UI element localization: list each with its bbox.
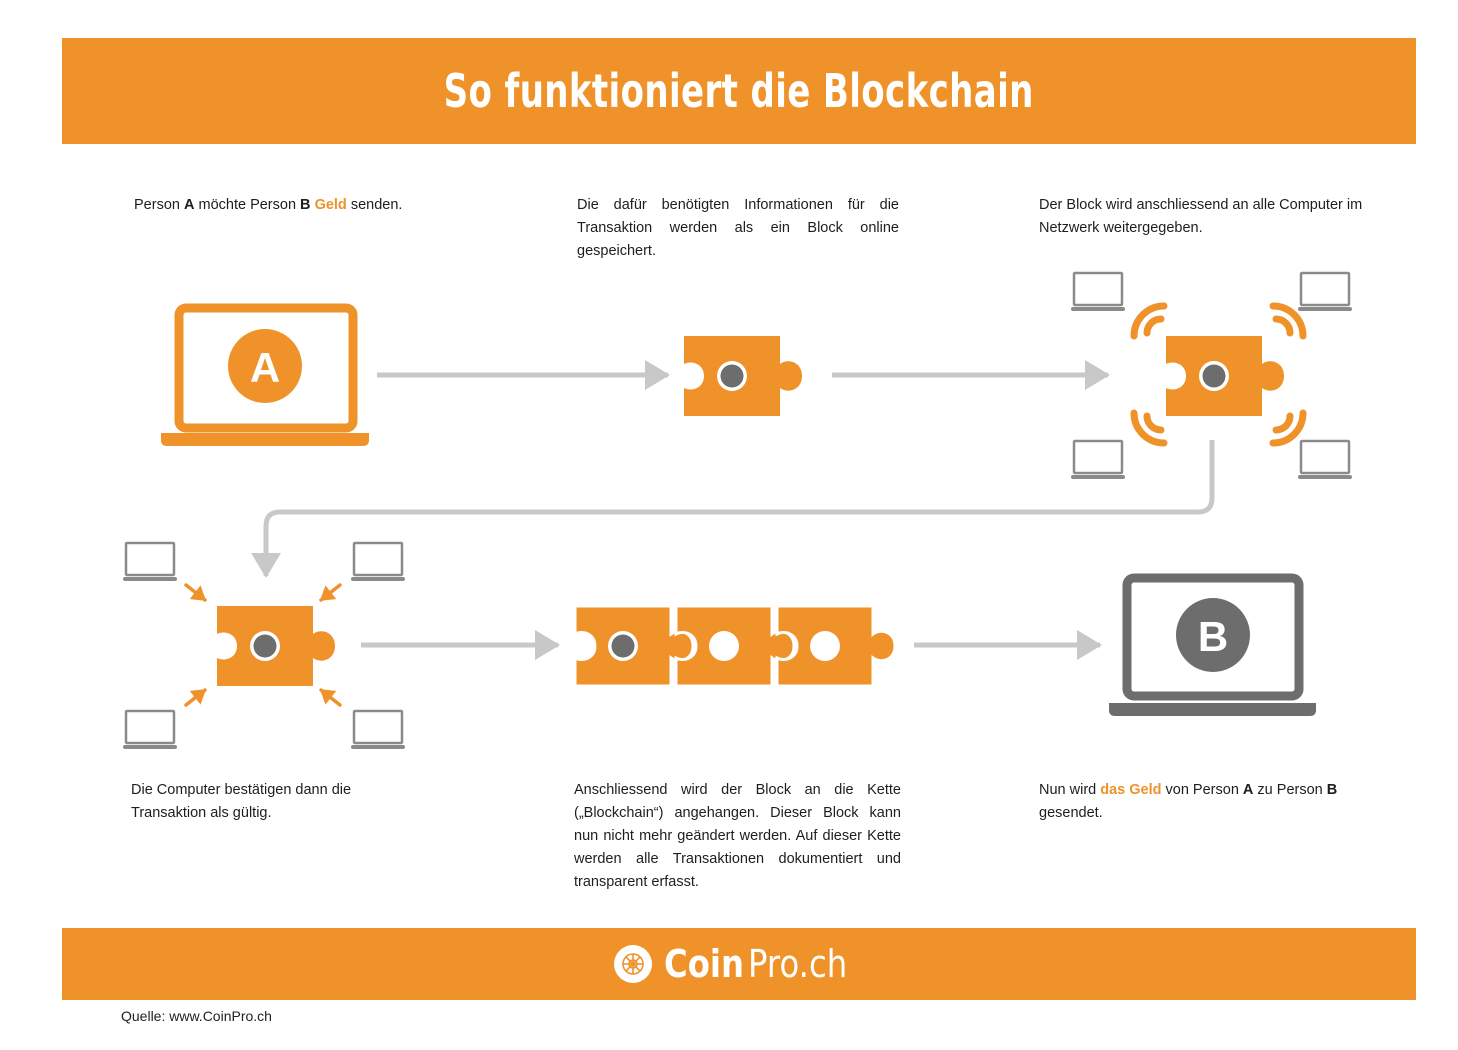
step-5-caption: Anschliessend wird der Block an die Kett…	[574, 782, 901, 890]
step-2-caption: Die dafür benötigten Informationen für d…	[577, 197, 899, 259]
network-laptop-icon	[1296, 271, 1354, 313]
header-band: So funktioniert die Blockchain	[62, 38, 1416, 144]
broadcast-block-icon	[1166, 336, 1284, 416]
validator-laptop-icon	[121, 541, 179, 583]
step-6-caption: Nun wird das Geld von Person A zu Person…	[1039, 782, 1338, 821]
coinpro-logo-icon	[613, 945, 652, 983]
chain-icon	[573, 604, 897, 688]
laptop-a-letter: A	[250, 344, 280, 391]
source-note: Quelle: www.CoinPro.ch	[121, 1008, 272, 1024]
brand: Coin Pro.ch	[613, 942, 865, 986]
validator-laptop-icon	[349, 541, 407, 583]
validation-block-icon	[217, 606, 335, 686]
footer-band: Coin Pro.ch	[62, 928, 1416, 1000]
broadcast-waves-icon	[1130, 302, 1307, 447]
arrow-return	[251, 440, 1215, 579]
page-title: So funktioniert die Blockchain	[443, 64, 1035, 118]
brand-name-light: Pro.ch	[747, 942, 847, 986]
validator-laptop-icon	[349, 709, 407, 751]
network-laptop-icon	[1069, 271, 1127, 313]
laptop-a-icon: A	[161, 303, 369, 446]
step-1-caption: Person A möchte Person B Geld senden.	[134, 197, 403, 213]
step-4-caption: Die Computer bestätigen dann die Transak…	[131, 782, 352, 821]
laptop-b-icon: B	[1109, 573, 1316, 716]
laptop-b-letter: B	[1198, 613, 1228, 660]
brand-name-bold: Coin	[663, 942, 744, 986]
validator-laptop-icon	[121, 709, 179, 751]
network-laptop-icon	[1296, 439, 1354, 481]
network-laptop-icon	[1069, 439, 1127, 481]
step-3-caption: Der Block wird anschliessend an alle Com…	[1039, 197, 1363, 236]
validation-arrows	[184, 583, 342, 707]
block-icon	[684, 336, 802, 416]
